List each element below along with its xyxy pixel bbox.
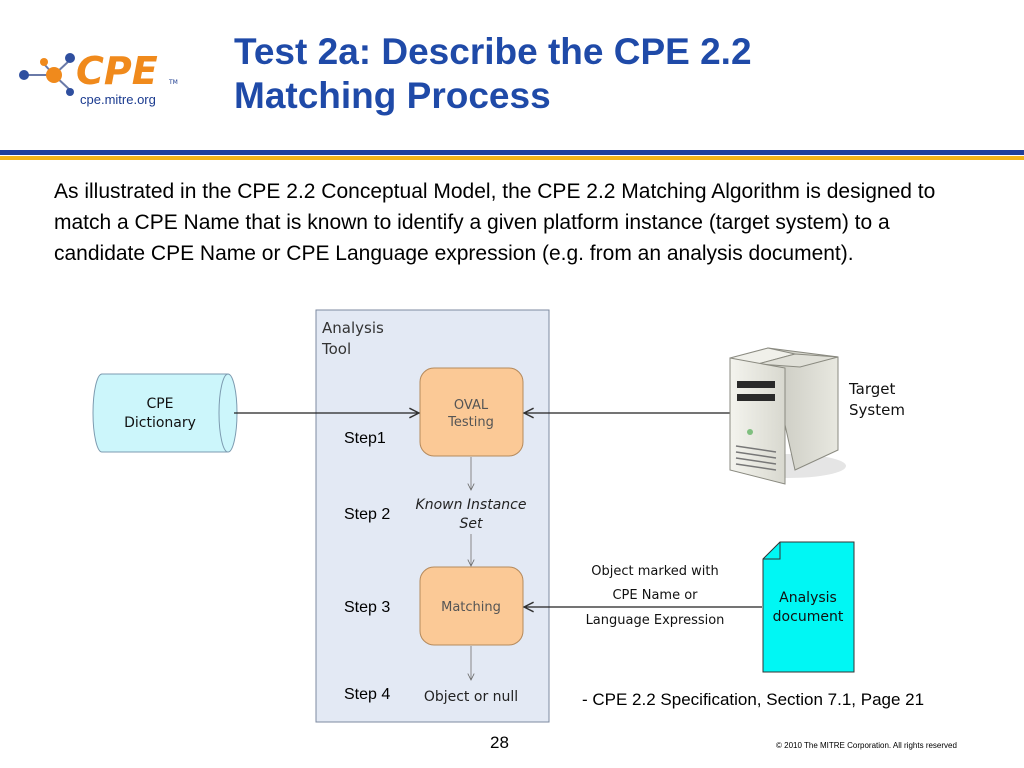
cpe-logo: CPE TM: [19, 49, 178, 96]
logo-trademark: TM: [168, 79, 178, 86]
analysis-document-label: Analysis: [779, 590, 837, 606]
oval-testing-label: OVAL: [454, 398, 489, 413]
matching-process-diagram: Analysis Tool CPE Dictionary OVAL Testin…: [92, 309, 905, 723]
step-3-label: Step 3: [344, 599, 390, 616]
step-1-label: Step1: [344, 430, 386, 447]
citation: - CPE 2.2 Specification, Section 7.1, Pa…: [582, 690, 925, 709]
target-system-label: Target: [848, 380, 896, 398]
known-instance-set-label-2: Set: [460, 516, 484, 532]
title-line-1: Test 2a: Describe the CPE 2.2: [234, 31, 752, 72]
cpe-dictionary-label: CPE: [146, 396, 173, 412]
intro-paragraph: As illustrated in the CPE 2.2 Conceptual…: [54, 180, 936, 265]
molecule-icon: [19, 53, 75, 96]
header-rule-blue: [0, 150, 1024, 155]
header-rule-gold: [0, 156, 1024, 160]
matching-label: Matching: [441, 600, 501, 615]
page-title: Test 2a: Describe the CPE 2.2 Matching P…: [234, 30, 1014, 118]
oval-testing-label-2: Testing: [447, 415, 494, 430]
object-marked-label-2: CPE Name or: [612, 588, 698, 603]
copyright: © 2010 The MITRE Corporation. All rights…: [776, 741, 957, 750]
cpe-dictionary-label-2: Dictionary: [124, 415, 196, 431]
known-instance-set-label: Known Instance: [416, 497, 527, 513]
object-or-null-label: Object or null: [424, 689, 518, 705]
logo-brand: CPE: [76, 49, 158, 93]
server-icon: [729, 347, 846, 485]
target-system-label-2: System: [849, 401, 905, 419]
page-number: 28: [490, 733, 509, 752]
analysis-tool-label-2: Tool: [321, 340, 351, 358]
analysis-tool-label: Analysis: [322, 319, 384, 337]
cpe-dictionary: CPE Dictionary: [92, 373, 238, 453]
analysis-document: Analysis document: [762, 541, 855, 673]
analysis-document-label-2: document: [773, 609, 844, 625]
step-2-label: Step 2: [344, 506, 390, 523]
logo-url: cpe.mitre.org: [80, 92, 156, 107]
step-4-label: Step 4: [344, 686, 390, 703]
object-marked-label: Object marked with: [591, 564, 718, 579]
title-line-2: Matching Process: [234, 75, 551, 116]
object-marked-label-3: Language Expression: [586, 613, 725, 628]
